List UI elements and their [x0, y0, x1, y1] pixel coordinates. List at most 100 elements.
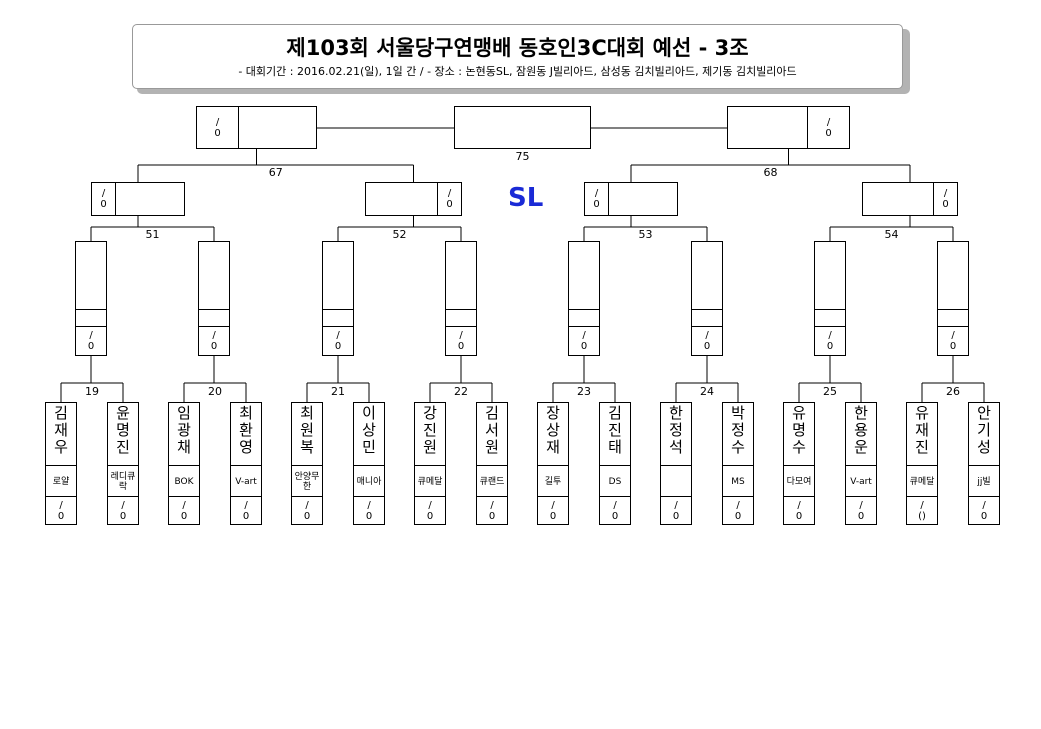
score-slash: /: [244, 499, 248, 511]
score-slash: /: [920, 499, 924, 511]
score-value: 0: [180, 510, 188, 522]
score-value: 0: [826, 341, 834, 352]
score-cell: /0: [477, 496, 507, 524]
score-value: 0: [942, 199, 949, 210]
score-cell: /0: [169, 496, 199, 524]
score-value: 0: [446, 199, 453, 210]
score-value: 0: [242, 510, 250, 522]
score-value: (): [918, 510, 926, 522]
score-cell: /0: [197, 107, 239, 148]
score-cell: /0: [723, 496, 753, 524]
score-slash: /: [459, 330, 463, 341]
score-slash: /: [797, 499, 801, 511]
score-value: 0: [949, 341, 957, 352]
score-cell: /0: [784, 496, 814, 524]
match-number: 21: [331, 385, 345, 398]
score-cell: /0: [815, 326, 845, 355]
score-cell: /0: [437, 183, 461, 215]
player-club: 큐메달: [415, 465, 445, 497]
box-divider: [446, 309, 476, 310]
score-value: 0: [100, 199, 107, 210]
box-divider: [815, 309, 845, 310]
match-number: 19: [85, 385, 99, 398]
winner-box-r3: /0: [727, 106, 850, 149]
score-slash: /: [428, 499, 432, 511]
page-title: 제103회 서울당구연맹배 동호인3C대회 예선 - 3조: [286, 36, 749, 60]
score-value: 0: [825, 127, 832, 139]
score-slash: /: [212, 330, 216, 341]
score-slash: /: [182, 499, 186, 511]
score-cell: /0: [569, 326, 599, 355]
score-value: 0: [672, 510, 680, 522]
player-club: [661, 465, 691, 497]
player-club: 로얄: [46, 465, 76, 497]
score-cell: /0: [231, 496, 261, 524]
box-divider: [569, 309, 599, 310]
winner-box-r2: /0: [365, 182, 462, 216]
player-club: V-art: [231, 465, 261, 497]
score-slash: /: [367, 499, 371, 511]
score-value: 0: [980, 510, 988, 522]
score-slash: /: [59, 499, 63, 511]
box-divider: [199, 309, 229, 310]
player-club: 안양무한: [292, 465, 322, 497]
score-slash: /: [613, 499, 617, 511]
match-number: 24: [700, 385, 714, 398]
score-value: 0: [119, 510, 127, 522]
player-club: 레디큐락: [108, 465, 138, 497]
box-divider: [692, 309, 722, 310]
score-slash: /: [951, 330, 955, 341]
score-cell: /0: [661, 496, 691, 524]
match-number: 67: [268, 166, 283, 179]
winner-box-r1: /0: [691, 241, 723, 356]
player-club: 길투: [538, 465, 568, 497]
page-subtitle: - 대회기간 : 2016.02.21(일), 1일 간 / - 장소 : 논현…: [238, 65, 797, 78]
player-club: MS: [723, 465, 753, 497]
match-number: 23: [577, 385, 591, 398]
score-cell: /0: [415, 496, 445, 524]
score-cell: /0: [807, 107, 849, 148]
player-club: 큐메달: [907, 465, 937, 497]
match-number: 25: [823, 385, 837, 398]
score-value: 0: [549, 510, 557, 522]
score-slash: /: [101, 188, 106, 199]
score-value: 0: [334, 341, 342, 352]
score-cell: /0: [692, 326, 722, 355]
winner-box-r1: /0: [75, 241, 107, 356]
venue-label: SL: [508, 183, 544, 213]
score-slash: /: [859, 499, 863, 511]
score-slash: /: [490, 499, 494, 511]
score-value: 0: [580, 341, 588, 352]
score-value: 0: [426, 510, 434, 522]
score-value: 0: [57, 510, 65, 522]
score-value: 0: [214, 127, 221, 139]
score-value: 0: [303, 510, 311, 522]
score-value: 0: [611, 510, 619, 522]
score-value: 0: [87, 341, 95, 352]
score-slash: /: [943, 188, 948, 199]
winner-box-r2: /0: [91, 182, 185, 216]
score-cell: /0: [600, 496, 630, 524]
winner-box-r1: /0: [322, 241, 354, 356]
winner-box-r1: /0: [445, 241, 477, 356]
player-club: BOK: [169, 465, 199, 497]
score-slash: /: [89, 330, 93, 341]
score-cell: /0: [92, 183, 116, 215]
